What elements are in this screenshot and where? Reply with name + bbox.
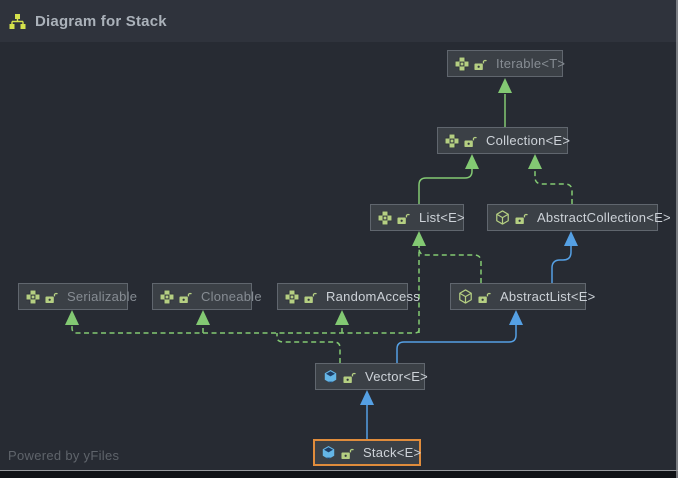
interface-icon <box>378 210 392 225</box>
node-label: RandomAccess <box>326 289 421 304</box>
interface-icon <box>26 289 40 304</box>
interface-icon <box>445 133 459 148</box>
node-iterable[interactable]: Iterable<T> <box>447 50 566 77</box>
node-cloneable[interactable]: Cloneable <box>152 283 262 310</box>
arrowhead <box>65 310 79 325</box>
arrowhead <box>564 231 578 246</box>
arrowhead <box>412 231 426 246</box>
bottom-window-edge <box>0 470 678 478</box>
node-random-access[interactable]: RandomAccess <box>277 283 420 310</box>
right-window-edge <box>676 0 678 478</box>
arrowhead <box>498 78 512 93</box>
edge-abstract-collection-to-collection[interactable] <box>528 154 573 204</box>
node-vector[interactable]: Vector<E> <box>315 363 428 390</box>
node-label: Cloneable <box>201 289 262 304</box>
node-abstract-list[interactable]: AbstractList<E> <box>450 283 595 310</box>
window-title: Diagram for Stack <box>35 12 167 30</box>
arrowhead <box>509 310 523 325</box>
node-label: Iterable<T> <box>496 56 566 71</box>
edge-list-to-collection[interactable] <box>418 154 479 204</box>
edge-vector-to-serializable-cloneable-randomaccess[interactable] <box>65 310 420 363</box>
node-label: Serializable <box>67 289 138 304</box>
arrowhead <box>465 154 479 169</box>
node-label: List<E> <box>419 210 465 225</box>
edge-collection-to-iterable[interactable] <box>498 78 512 127</box>
unlocked-public-icon <box>179 290 192 304</box>
edge-vector-to-abstract-list[interactable] <box>396 310 523 363</box>
powered-by-label: Powered by yFiles <box>8 448 120 463</box>
unlocked-public-icon <box>464 134 477 148</box>
unlocked-public-icon <box>478 290 491 304</box>
class-icon <box>321 445 336 460</box>
titlebar: Diagram for Stack <box>0 0 678 42</box>
edge-stack-to-vector[interactable] <box>360 390 374 439</box>
node-list[interactable]: List<E> <box>370 204 465 231</box>
hierarchy-diagram-icon <box>9 13 26 30</box>
unlocked-public-icon <box>397 211 410 225</box>
interface-icon <box>285 289 299 304</box>
node-label: Vector<E> <box>365 369 428 384</box>
unlocked-public-icon <box>304 290 317 304</box>
class-icon <box>323 369 338 384</box>
node-abstract-collection[interactable]: AbstractCollection<E> <box>487 204 671 231</box>
arrowhead <box>528 154 542 169</box>
arrowhead <box>196 310 210 325</box>
node-serializable[interactable]: Serializable <box>18 283 137 310</box>
edge-abstract-list-to-list[interactable] <box>418 244 482 283</box>
arrowhead <box>360 390 374 405</box>
node-stack[interactable]: Stack<E> <box>313 439 421 466</box>
node-label: AbstractCollection<E> <box>537 210 671 225</box>
edge-abstract-list-to-abstract-collection[interactable] <box>551 231 578 283</box>
interface-icon <box>455 56 469 71</box>
edge-vector-to-list[interactable] <box>412 231 426 333</box>
arrowhead <box>335 310 349 325</box>
interface-icon <box>160 289 174 304</box>
abstract-icon <box>495 210 510 225</box>
unlocked-public-icon <box>515 211 528 225</box>
node-label: Stack<E> <box>363 445 422 460</box>
unlocked-public-icon <box>343 370 356 384</box>
node-label: Collection<E> <box>486 133 571 148</box>
node-collection[interactable]: Collection<E> <box>437 127 571 154</box>
node-label: AbstractList<E> <box>500 289 596 304</box>
unlocked-public-icon <box>45 290 58 304</box>
abstract-icon <box>458 289 473 304</box>
unlocked-public-icon <box>474 57 487 71</box>
unlocked-public-icon <box>341 446 354 460</box>
